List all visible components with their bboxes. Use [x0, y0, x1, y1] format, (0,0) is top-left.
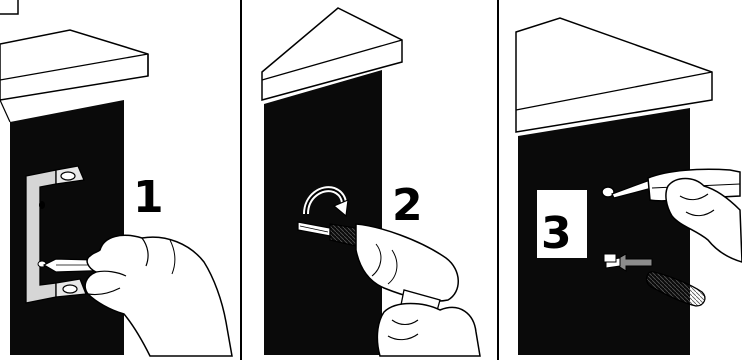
panel-1 — [0, 30, 232, 356]
hand-icon — [377, 304, 480, 357]
cabinet-panel-2 — [264, 70, 382, 355]
step-number-3: 3 — [541, 212, 572, 256]
step-number-2: 2 — [392, 184, 423, 228]
panel-2 — [262, 8, 480, 356]
countertop-1 — [0, 30, 148, 100]
step-number-1: 1 — [133, 176, 164, 220]
hole-icon — [604, 254, 616, 262]
corner-frame — [0, 0, 18, 14]
panel-3 — [516, 18, 742, 355]
